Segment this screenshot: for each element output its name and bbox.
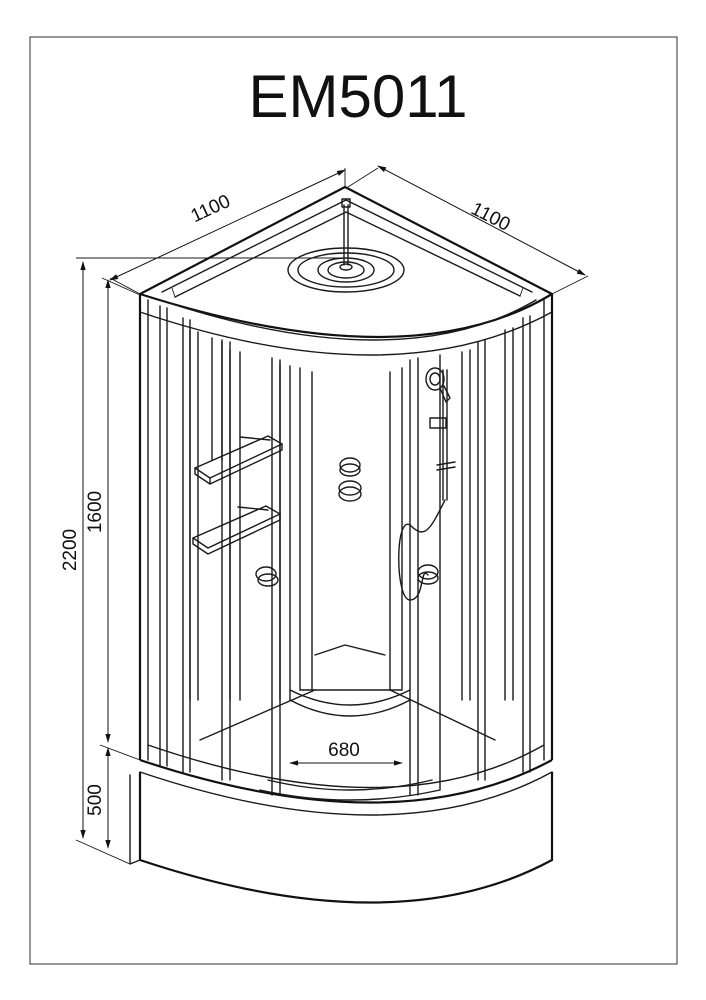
corner-shelves [192, 435, 283, 555]
cabin-walls [138, 294, 554, 796]
dim-width-right-label: 1100 [468, 198, 514, 235]
dim-total-height-label: 2200 [60, 529, 81, 571]
dim-width-left-label: 1100 [188, 191, 234, 227]
drawing-border [29, 36, 678, 965]
massage-jets [255, 457, 439, 587]
dim-tray-height-label: 500 [85, 784, 106, 816]
dim-cabin-height-label: 1600 [85, 491, 106, 533]
hand-shower [398, 367, 456, 601]
model-title: EM5011 [248, 63, 467, 130]
rain-shower-head [287, 198, 405, 293]
dimension-lines [75, 165, 589, 865]
dim-entrance-width-label: 680 [328, 740, 360, 761]
shower-tray [129, 689, 554, 904]
